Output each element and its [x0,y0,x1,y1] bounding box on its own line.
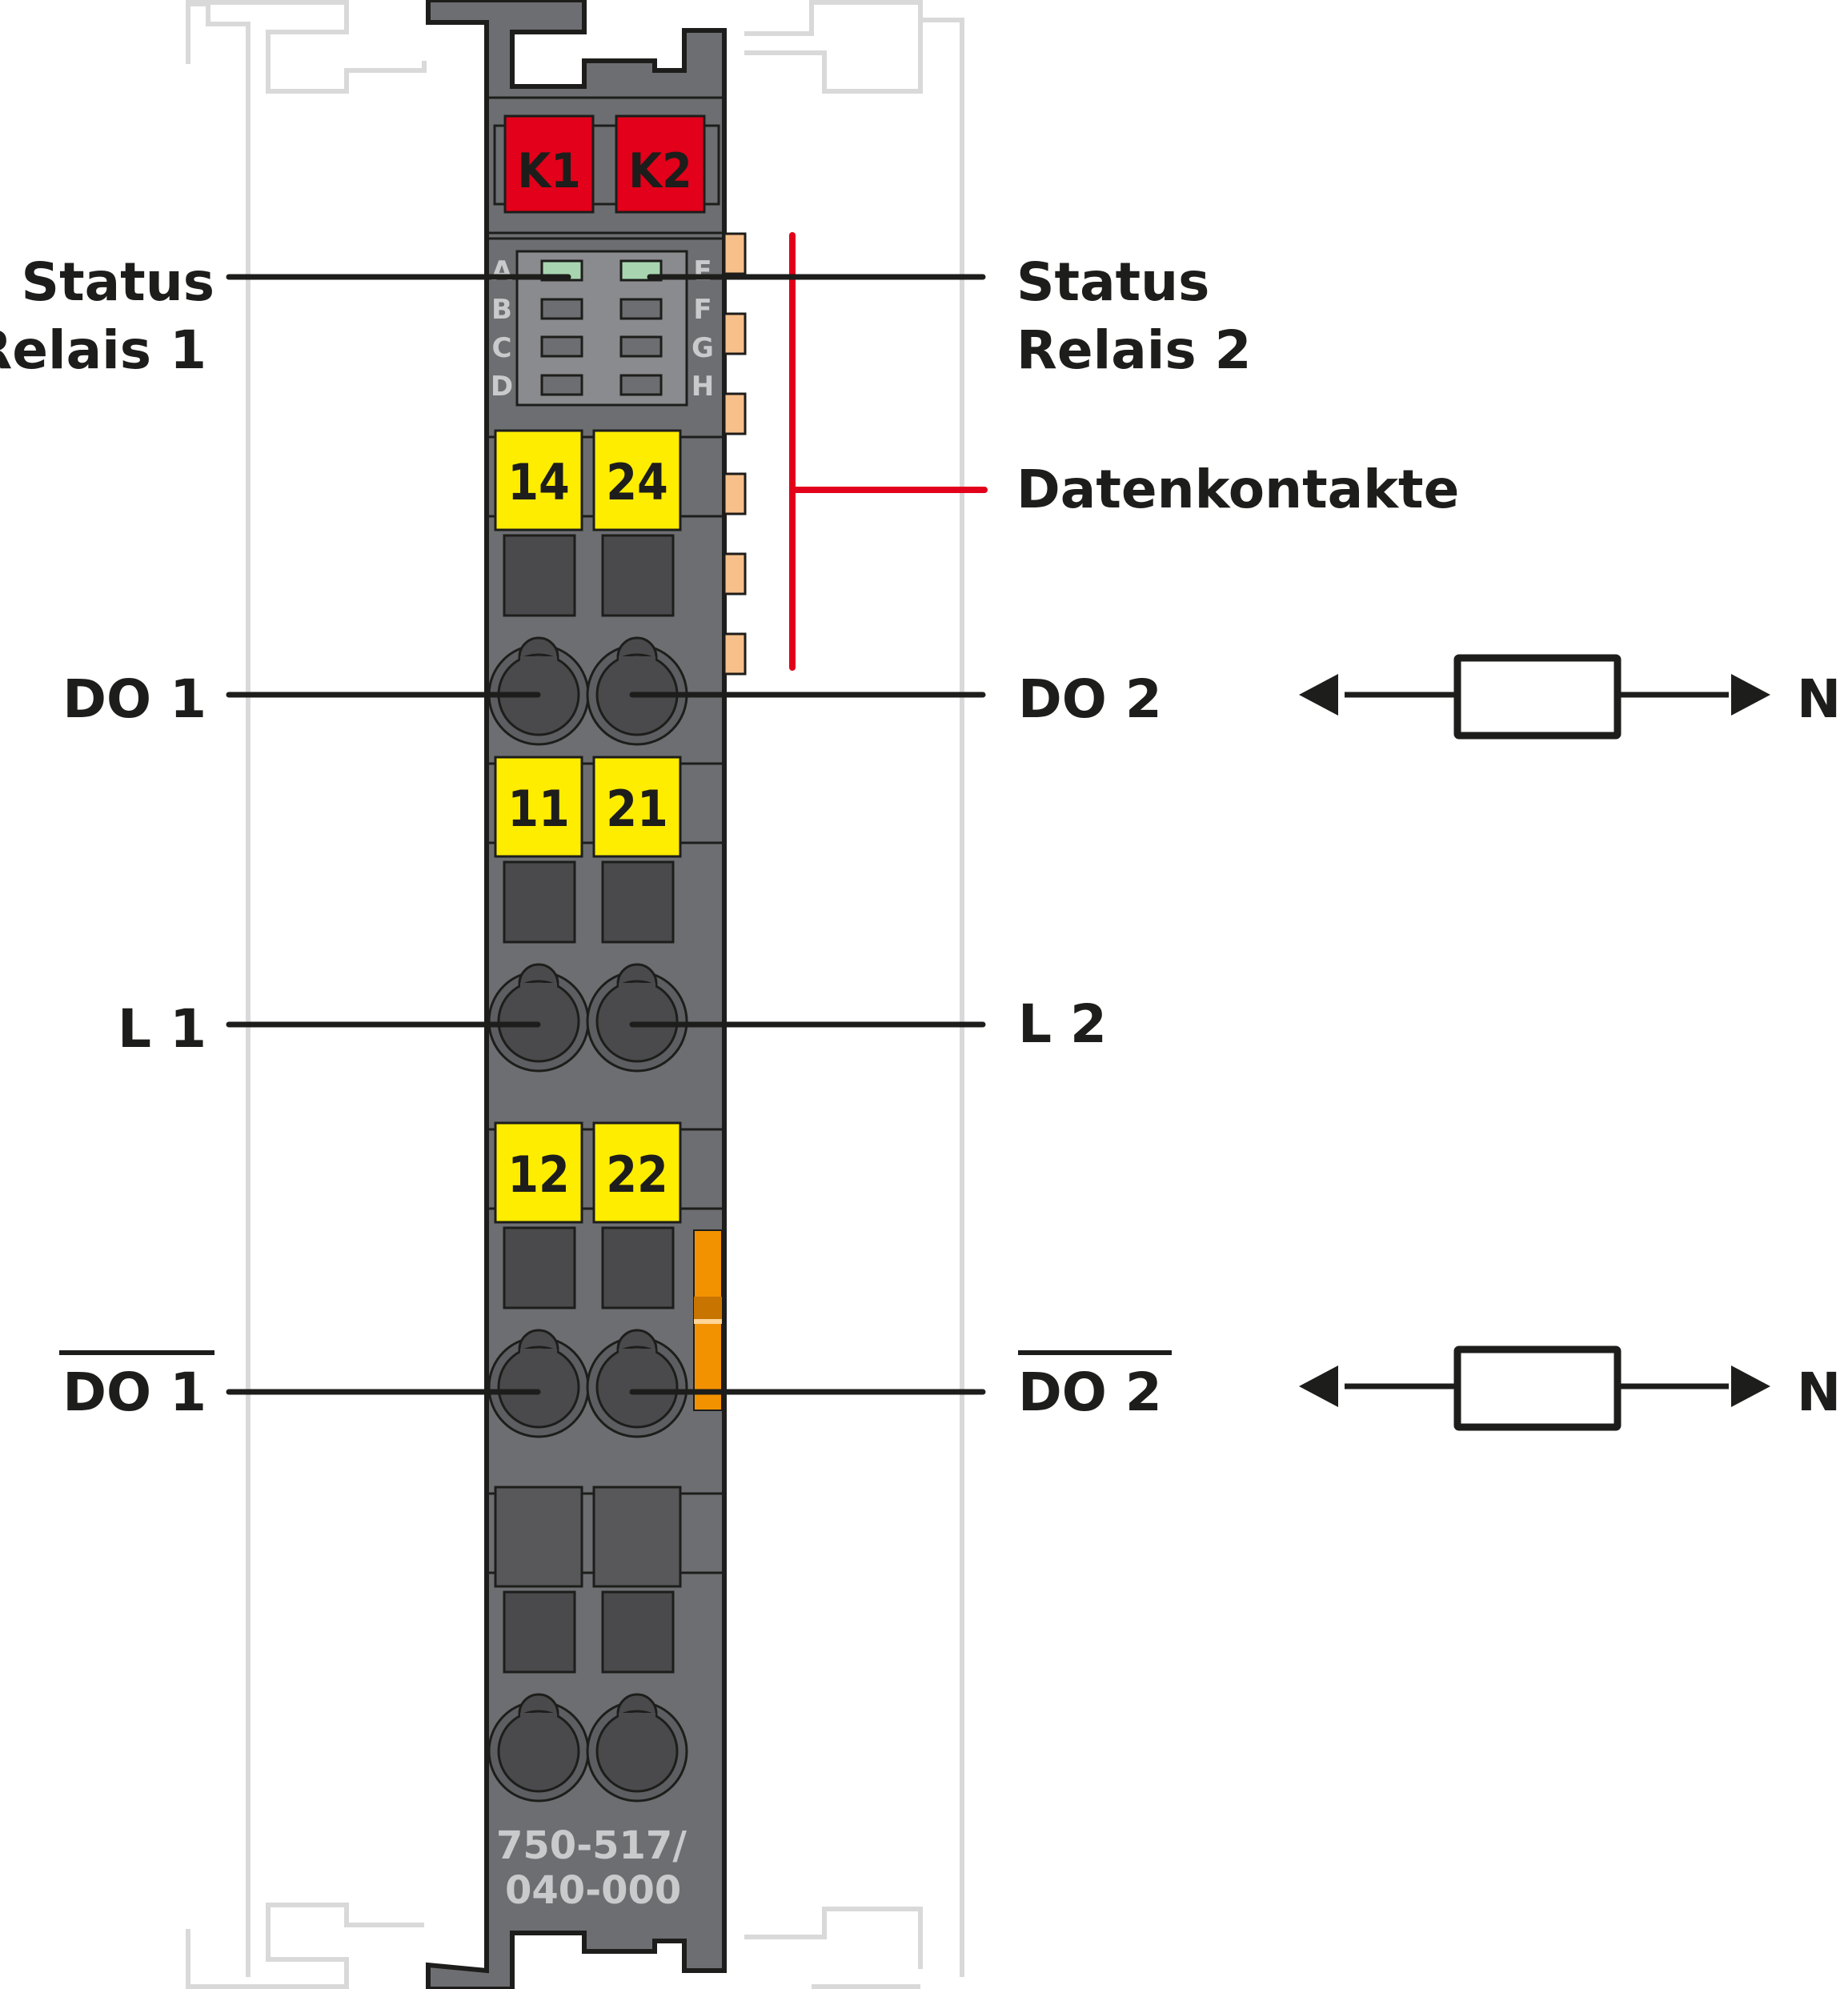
terminal-marker [592,756,682,858]
right-rail-outline [744,0,964,1977]
label-status-relay-1-line1: Status [22,251,214,313]
relay-k1-label: K1 [517,143,580,199]
wire-clamp-opening[interactable] [497,1710,580,1793]
terminal-marker-blank [494,1486,583,1588]
label-do1-inverted: DO 1 [62,1361,206,1423]
terminal-marker [494,756,583,858]
label-status-relay-2-line2: Relais 2 [1016,319,1252,381]
led-g [619,335,663,358]
data-contact [723,472,747,515]
data-contact [723,552,747,595]
data-contacts [723,232,747,676]
wire-clamp-opening[interactable] [497,980,580,1063]
terminal-row: 11 21 [487,756,724,1073]
relay-block: K1 K2 [493,114,720,214]
wire-clamp-opening[interactable] [497,1345,580,1429]
load-symbol-2: N [1299,1345,1841,1431]
terminal-marker-label: 21 [606,780,668,838]
arrow-right-icon [1731,1365,1770,1407]
relay-k1 [503,114,595,214]
terminal-marker-label: 14 [507,453,570,511]
led-letter-b: B [491,294,512,326]
data-contacts-bracket [789,232,988,671]
label-do1: DO 1 [62,668,206,730]
led-c [540,335,583,358]
led-b [540,298,583,320]
led-letter-d: D [491,371,513,403]
right-rail-top-clip [744,20,923,94]
data-contact [723,312,747,355]
data-contact [723,232,747,275]
terminal-marker [494,429,583,531]
push-button-slot[interactable] [503,1590,576,1674]
led-letter-a: A [491,255,513,287]
led-letter-f: F [693,294,712,326]
part-number-line2: 040-000 [505,1868,681,1913]
push-button-slot[interactable] [601,534,675,617]
arrow-right-icon [1731,674,1770,716]
terminal-marker [494,1121,583,1224]
load-symbol-1: N [1299,654,1841,740]
arrow-left-icon [1299,674,1338,716]
push-button-slot[interactable] [503,534,576,617]
terminal-marker-blank [592,1486,682,1588]
terminal-marker-label: 11 [507,780,570,838]
terminal-marker-label: 24 [606,453,668,511]
data-contact [723,632,747,676]
leader-lines [226,274,986,1395]
led-f [619,298,663,320]
wire-clamp-opening[interactable] [595,1710,679,1793]
terminal-marker [592,429,682,531]
label-l1: L 1 [118,998,206,1060]
label-do2-inverted: DO 2 [1018,1361,1162,1423]
left-rail-bottom-clip [186,1903,424,1989]
terminal-row: 12 22 [487,1121,724,1438]
terminal-row [487,1486,724,1803]
led-d [540,374,583,396]
push-button-slot[interactable] [601,860,675,944]
data-contact [723,392,747,435]
wire-clamp-opening[interactable] [595,980,679,1063]
arrow-left-icon [1299,1365,1338,1407]
led-letter-h: H [691,371,714,403]
left-rail-top-clip [186,0,427,94]
led-letter-e: E [693,255,712,287]
label-do2: DO 2 [1018,668,1162,730]
terminal-marker [592,1121,682,1224]
part-number-line1: 750-517/ [496,1823,687,1868]
led-letter-g: G [691,332,714,364]
relay-k2-label: K2 [628,143,691,199]
terminal-marker-label: 22 [606,1145,668,1204]
power-jumper-strip [693,1229,723,1411]
push-button-slot[interactable] [601,1226,675,1309]
load-neutral-label: N [1797,1361,1841,1423]
led-h [619,374,663,396]
relay-k2 [615,114,706,214]
label-status-relay-1-line2: Relais 1 [0,319,206,381]
wire-clamp-opening[interactable] [595,1345,679,1429]
label-status-relay-2-line1: Status [1016,251,1209,313]
right-rail-bottom-clip [744,1907,923,1989]
push-button-slot[interactable] [601,1590,675,1674]
load-resistor [1453,1345,1622,1431]
label-l2: L 2 [1018,993,1107,1055]
label-data-contacts: Datenkontakte [1016,459,1459,520]
terminal-marker-label: 12 [507,1145,570,1204]
led-letter-c: C [492,332,512,364]
push-button-slot[interactable] [503,860,576,944]
load-neutral-label: N [1797,668,1841,730]
adjacent-module-outlines [186,0,964,1989]
load-resistor [1453,654,1622,740]
push-button-slot[interactable] [503,1226,576,1309]
